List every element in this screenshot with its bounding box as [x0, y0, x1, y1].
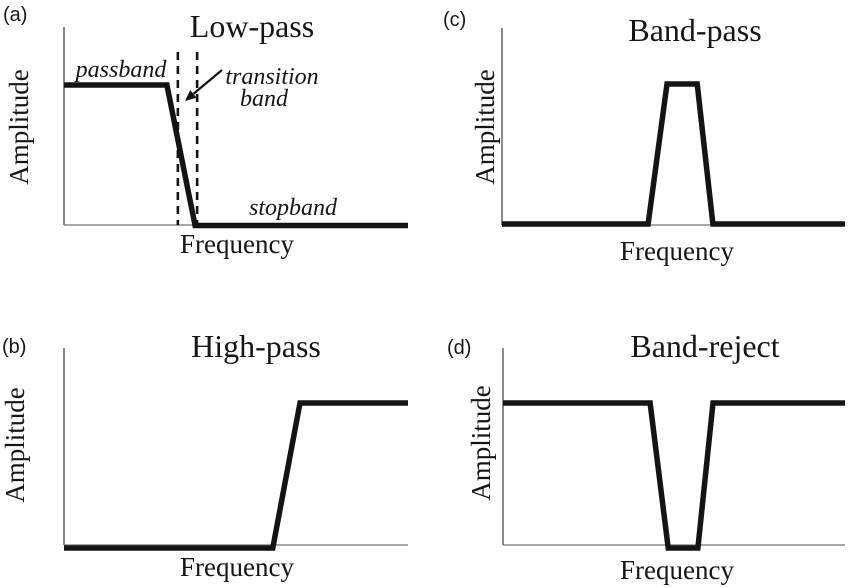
transition-band-arrow-line	[192, 69, 223, 95]
panel-letter-c: (c)	[443, 9, 466, 31]
x-axis-label-frequency: Frequency	[180, 229, 294, 259]
x-axis-label-frequency: Frequency	[620, 236, 734, 266]
band-reject-response-curve	[503, 400, 845, 551]
panel-band-pass: (c) Band-pass Amplitude Frequency	[443, 9, 845, 266]
panel-title-low-pass: Low-pass	[190, 8, 314, 44]
y-axis-label-amplitude: Amplitude	[470, 69, 500, 185]
panel-letter-d: (d)	[447, 337, 471, 359]
y-axis-label-amplitude: Amplitude	[0, 387, 30, 503]
low-pass-response-curve	[64, 82, 408, 229]
panel-band-reject: (d) Band-reject Amplitude Frequency	[447, 328, 845, 585]
panel-title-band-pass: Band-pass	[628, 12, 761, 48]
panel-letter-a: (a)	[3, 4, 27, 26]
transition-band-label-line2: band	[240, 86, 289, 112]
panel-low-pass: (a) Low-pass Amplitude Frequency passban…	[3, 4, 408, 259]
panel-title-high-pass: High-pass	[191, 328, 321, 364]
band-pass-response-curve	[502, 81, 845, 227]
y-axis-label-amplitude: Amplitude	[4, 69, 34, 185]
stopband-label: stopband	[249, 195, 338, 221]
transition-band-label-line1: transition	[225, 64, 318, 90]
x-axis-label-frequency: Frequency	[620, 555, 734, 585]
x-axis-label-frequency: Frequency	[180, 552, 294, 582]
panel-high-pass: (b) High-pass Amplitude Frequency	[0, 328, 408, 582]
y-axis-label-amplitude: Amplitude	[466, 385, 496, 501]
transition-band-arrowhead-icon	[185, 90, 197, 101]
passband-label: passband	[74, 57, 168, 83]
high-pass-response-curve	[64, 400, 408, 551]
panel-letter-b: (b)	[2, 336, 26, 358]
panel-title-band-reject: Band-reject	[630, 328, 779, 364]
